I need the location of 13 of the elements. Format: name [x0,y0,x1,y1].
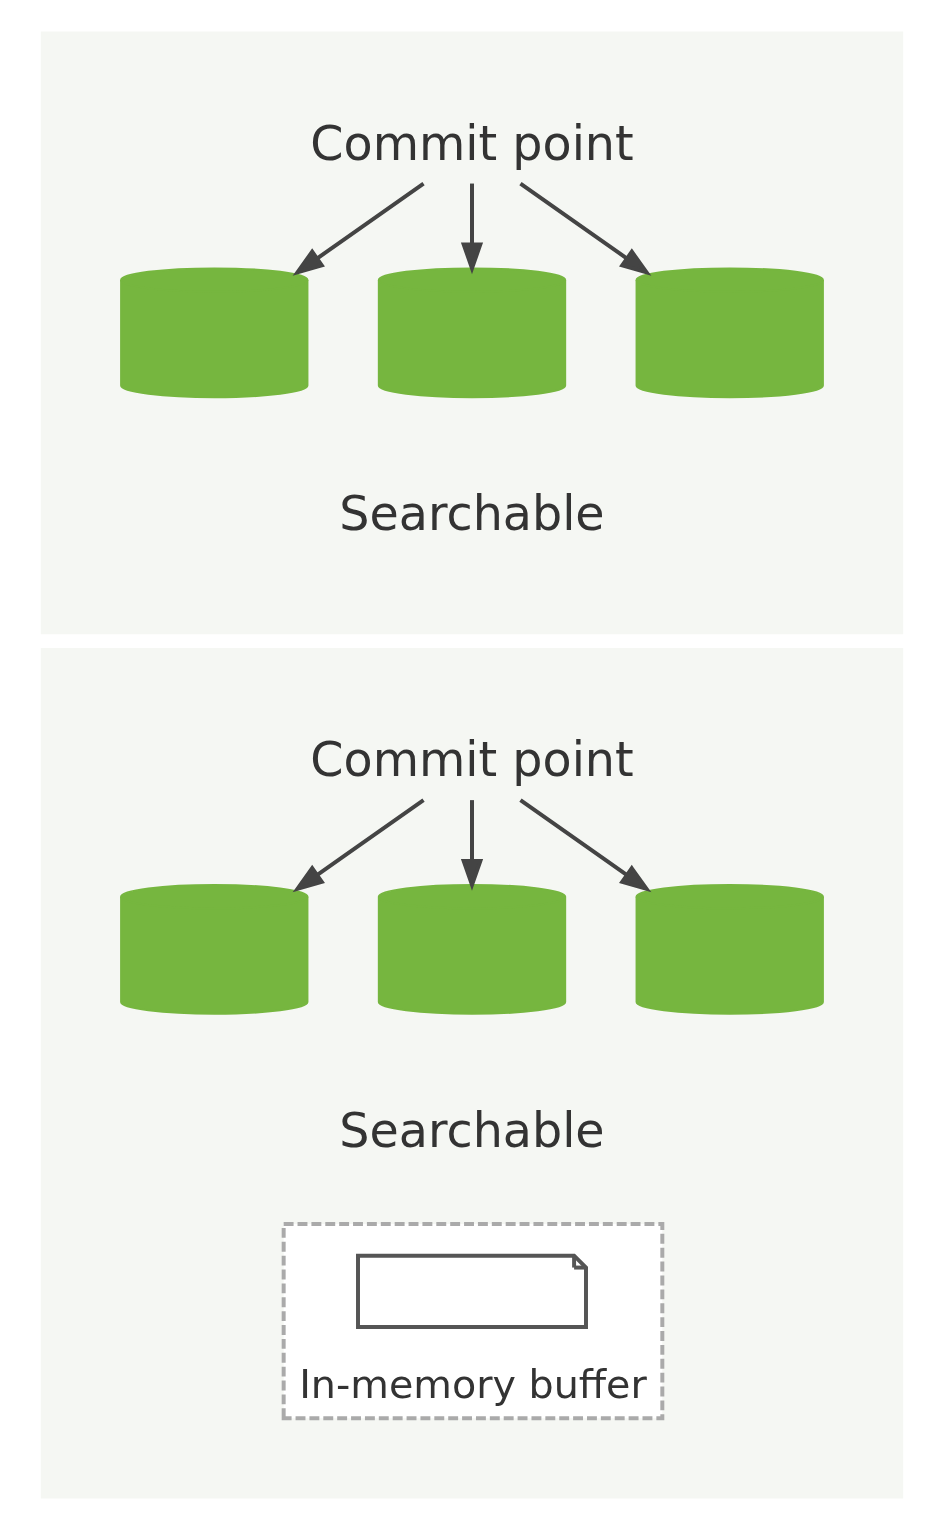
cluster [40,648,903,1499]
label: Searchable [338,1103,605,1159]
label: Searchable [338,486,605,542]
cluster: In-memory buffer [281,1221,664,1421]
arrow [292,798,425,893]
node-text: Commit point [309,732,634,788]
arrow [518,181,651,276]
arrow [460,183,483,275]
node-text: Commit point [309,115,634,171]
arrow [518,798,651,893]
arrow [292,181,425,276]
cluster [40,31,903,635]
arrow [460,800,483,891]
